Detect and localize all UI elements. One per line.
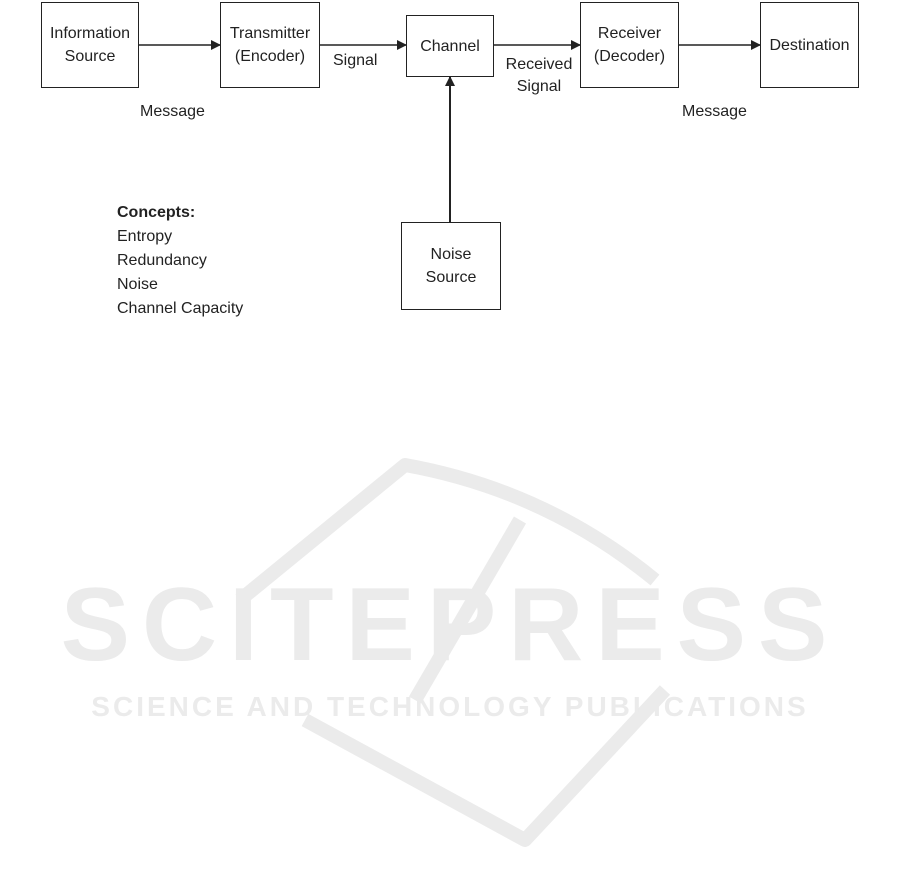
receiver-block: Receiver (Decoder) xyxy=(580,2,679,88)
edge-label-received-signal: Received Signal xyxy=(499,54,579,98)
concepts-list: Concepts: Entropy Redundancy Noise Chann… xyxy=(117,201,243,321)
receiver-label: Receiver (Decoder) xyxy=(594,22,665,68)
destination-label: Destination xyxy=(769,34,849,57)
channel-label: Channel xyxy=(420,35,480,58)
edge-label-message-out: Message xyxy=(682,101,747,123)
transmitter-label: Transmitter (Encoder) xyxy=(230,22,310,68)
concept-item: Channel Capacity xyxy=(117,297,243,321)
edge-label-message-in: Message xyxy=(140,101,205,123)
transmitter-block: Transmitter (Encoder) xyxy=(220,2,320,88)
concept-item: Noise xyxy=(117,273,243,297)
information-source-block: Information Source xyxy=(41,2,139,88)
channel-block: Channel xyxy=(406,15,494,77)
concept-item: Entropy xyxy=(117,225,243,249)
destination-block: Destination xyxy=(760,2,859,88)
concept-item: Redundancy xyxy=(117,249,243,273)
information-source-label: Information Source xyxy=(50,22,130,68)
concepts-heading: Concepts: xyxy=(117,201,243,225)
noise-source-block: Noise Source xyxy=(401,222,501,310)
edge-label-signal: Signal xyxy=(333,50,377,72)
noise-source-label: Noise Source xyxy=(426,243,477,289)
